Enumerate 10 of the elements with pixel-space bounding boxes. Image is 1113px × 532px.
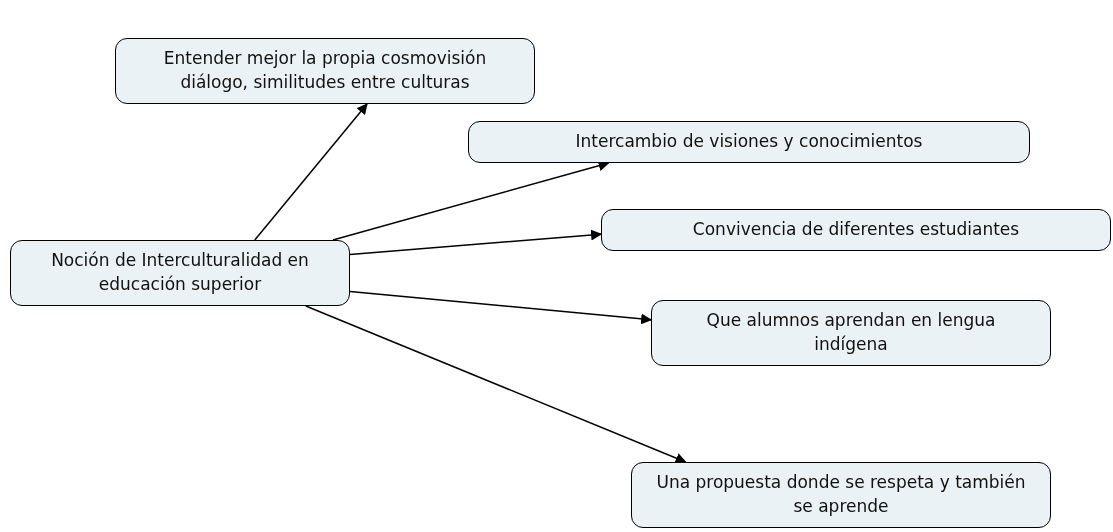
concept-box: Entender mejor la propia cosmovisión diálogo, similitudes entre culturas xyxy=(115,38,535,104)
concept-box: Una propuesta donde se respeta y también se aprende xyxy=(631,462,1051,528)
arrow xyxy=(349,290,653,325)
arrow xyxy=(254,103,368,241)
concept-box: Noción de Interculturalidad en educación superior xyxy=(10,240,350,306)
concept-box: Que alumnos aprendan en lengua indígena xyxy=(651,300,1051,366)
concept-box: Convivencia de diferentes estudiantes xyxy=(601,209,1111,251)
concept-box: Intercambio de visiones y conocimientos xyxy=(468,121,1030,163)
arrow xyxy=(349,229,603,256)
arrow xyxy=(305,305,687,464)
